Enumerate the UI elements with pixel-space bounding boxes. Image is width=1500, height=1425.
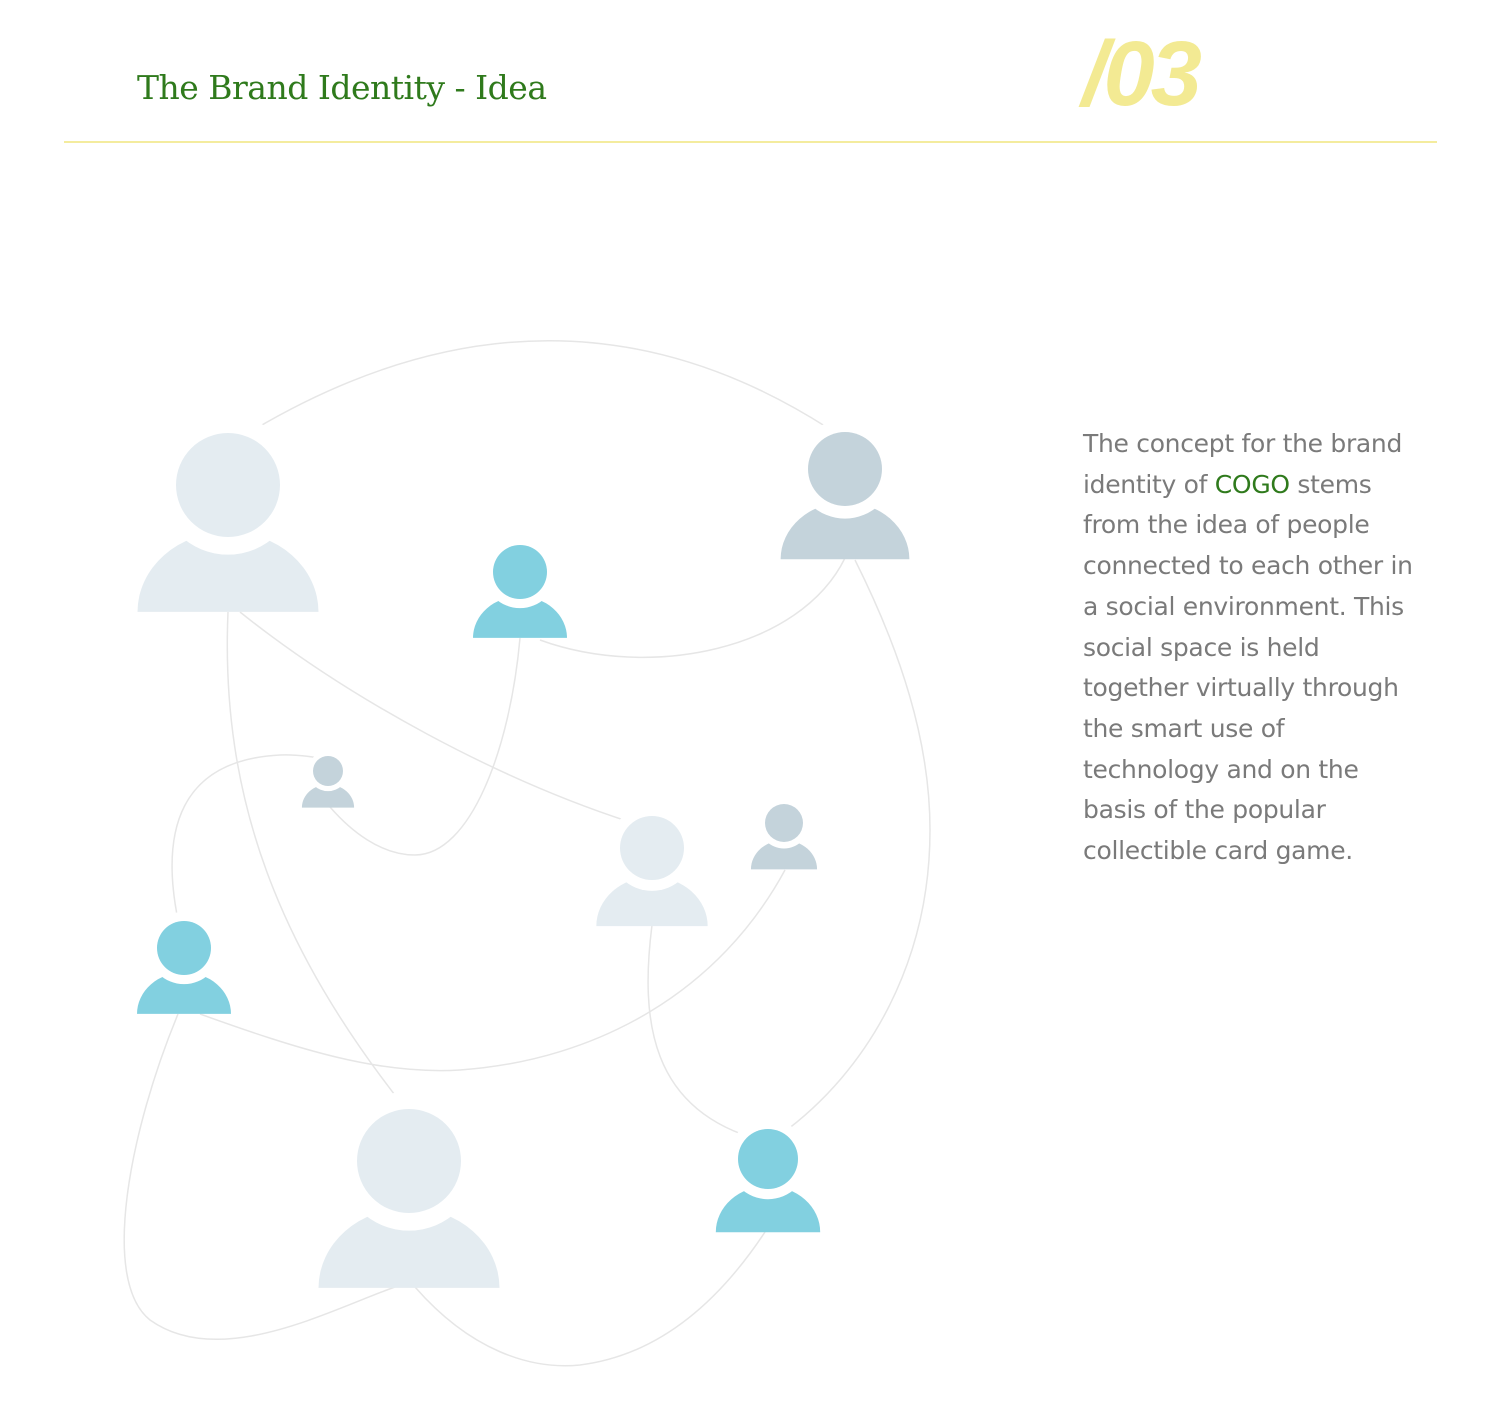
person-icon	[715, 1118, 821, 1233]
person-head	[493, 545, 547, 599]
description-line: the smart use of	[1083, 713, 1285, 743]
person-head	[313, 756, 343, 786]
person-icon	[301, 750, 355, 808]
person-body	[750, 840, 818, 870]
person-body	[137, 531, 319, 612]
page-title: The Brand Identity - Idea	[137, 68, 547, 107]
person-head	[176, 433, 280, 537]
person-body	[596, 876, 708, 927]
connector-line	[171, 754, 331, 921]
person-body	[473, 596, 567, 638]
description-line: The concept for the brand	[1083, 429, 1403, 458]
connector-line	[199, 869, 786, 1072]
description-line: collectible card game.	[1083, 836, 1353, 866]
person-head	[808, 432, 882, 506]
page-number: /03	[1082, 23, 1202, 125]
connector-line	[226, 611, 406, 1109]
description-line: identity of COGO stems	[1083, 465, 1413, 506]
description-line: social space is held	[1083, 632, 1320, 662]
description-line: basis of the popular	[1083, 795, 1326, 825]
connector-line	[123, 1013, 396, 1341]
header-divider	[64, 141, 1437, 143]
person-body	[318, 1207, 500, 1288]
person-head	[620, 816, 684, 880]
person-icon	[318, 1091, 500, 1288]
connector-line	[239, 611, 631, 823]
person-body	[301, 784, 355, 808]
description-line: from the idea of people	[1083, 510, 1370, 540]
connector-line	[329, 637, 521, 856]
person-icon	[473, 535, 567, 638]
connector-line	[414, 1231, 766, 1367]
person-head	[157, 921, 211, 975]
person-icon	[780, 419, 910, 560]
person-head	[738, 1129, 798, 1189]
person-body	[780, 502, 910, 560]
person-icon	[137, 415, 319, 612]
person-icon	[596, 805, 708, 927]
description-text: stems	[1289, 469, 1372, 499]
connector-line	[244, 340, 829, 436]
description-line: technology and on the	[1083, 754, 1359, 784]
description-paragraph: The concept for the brand identity of CO…	[1083, 424, 1413, 872]
person-head	[765, 804, 803, 842]
connector-line	[539, 557, 846, 659]
person-icon	[750, 797, 818, 870]
people-network-illustration	[123, 340, 931, 1367]
person-head	[357, 1109, 461, 1213]
brand-name: COGO	[1214, 469, 1290, 499]
person-icon	[137, 911, 231, 1014]
description-line: connected to each other in	[1083, 551, 1413, 581]
description-line: a social environment. This	[1083, 591, 1404, 621]
description-text: identity of	[1083, 469, 1215, 499]
connector-line	[779, 559, 931, 1136]
connector-line	[647, 924, 761, 1141]
person-body	[137, 972, 231, 1014]
person-body	[715, 1186, 821, 1233]
description-line: together virtually through	[1083, 673, 1399, 703]
